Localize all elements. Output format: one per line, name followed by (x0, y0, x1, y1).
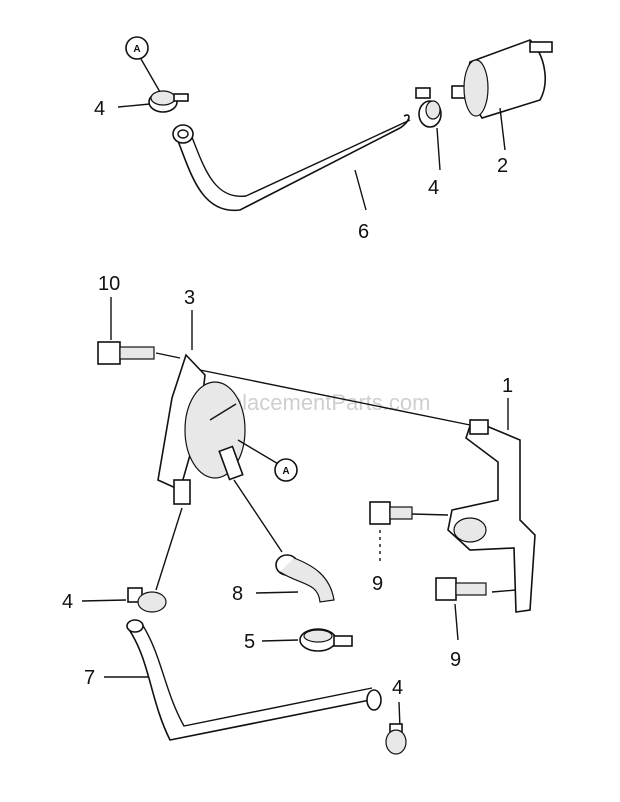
bolt-pump (97, 297, 181, 365)
label-bolt-pump: 10 (98, 273, 120, 295)
label-clamp-lower-left: 4 (62, 591, 73, 613)
label-clamp-mid: 5 (244, 631, 255, 653)
label-clamp-lower-right: 4 (392, 677, 403, 699)
bolt-bracket-lower (435, 577, 487, 641)
hose-elbow (233, 479, 335, 603)
hose-upper (172, 114, 411, 212)
fuel-pump (157, 310, 471, 505)
label-bolt-bracket-lower: 9 (450, 649, 461, 671)
label-bolt-bracket-upper: 9 (372, 573, 383, 595)
callout-a-bottom-label: A (282, 466, 289, 477)
bolt-bracket-upper (369, 501, 413, 562)
clamp-mid (261, 628, 353, 652)
label-hose-lower: 7 (84, 667, 95, 689)
label-hose-elbow: 8 (232, 583, 243, 605)
clamp-lower-right (385, 701, 407, 755)
clamp-upper-left (117, 90, 189, 113)
label-clamp-upper-left: 4 (94, 98, 105, 120)
clamp-upper-right (415, 87, 442, 171)
callout-a-bottom: A (237, 439, 298, 482)
clamp-lower-left (81, 507, 183, 613)
callout-a-top: A (125, 36, 161, 93)
bracket (411, 398, 536, 613)
callout-a-top-label: A (133, 44, 140, 55)
label-clamp-upper-right: 4 (428, 177, 439, 199)
label-hose-upper: 6 (358, 221, 369, 243)
fuel-filter (451, 39, 553, 151)
hose-lower (104, 619, 382, 741)
label-fuel-filter: 2 (497, 155, 508, 177)
label-bracket: 1 (502, 375, 513, 397)
label-fuel-pump: 3 (184, 287, 195, 309)
